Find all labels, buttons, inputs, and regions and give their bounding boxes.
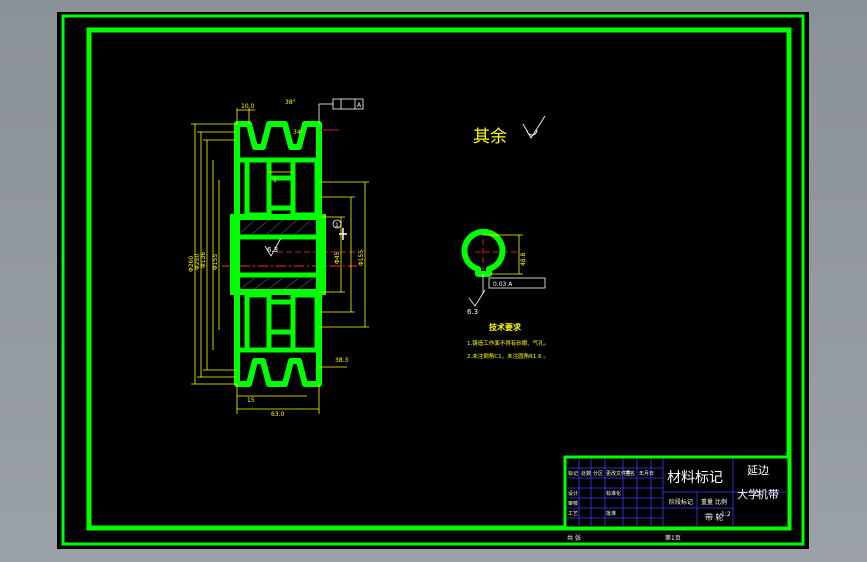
dimension-lines: [191, 108, 369, 414]
outer-border: [61, 14, 805, 546]
row2-label-0: 设计: [568, 490, 578, 497]
title-row-labels: 标记 处数 分区 更改文件号 签名 年月日 设计 标准化 审核 工艺 批准: [568, 470, 654, 517]
tolerance-frame-top: A: [318, 98, 364, 131]
dim-outer-d: Φ260: [188, 256, 195, 272]
dimension-texts: 10.0 38° 34° 15 63.0 1 38.3 Φ260 Φ250 Φ1…: [188, 99, 365, 418]
dim-groove-angle: 38°: [285, 99, 296, 106]
dim-rim-offset: 38.3: [335, 357, 349, 364]
title-machine-name: 机带: [757, 487, 779, 501]
drawing-canvas: 6.3: [61, 14, 805, 546]
tolerance-datum-top: A: [357, 102, 362, 109]
title-stage-header: 阶段标记: [669, 498, 693, 506]
title-scale-header: 比例: [715, 498, 727, 506]
hub-bore: [230, 234, 326, 278]
row2-label-1: 标准化: [606, 490, 621, 497]
row-label-0: 标记: [568, 470, 578, 477]
roughness-symbol-bore: [264, 237, 282, 257]
row2-label-2: 审核: [568, 500, 578, 507]
keyway-roughness-symbol: [468, 289, 486, 307]
roughness-value-bore: 6.3: [267, 246, 278, 254]
title-subtitle: 大学: [737, 487, 759, 501]
tech-req-item-2: 2.未注倒角C1，未注圆角R1.6 。: [467, 352, 549, 360]
title-weight-header: 重量: [701, 498, 713, 506]
dim-inner-od: Φ136: [200, 252, 207, 268]
dim-overall-width: 63.0: [271, 411, 285, 418]
title-block-grid: [567, 459, 787, 526]
technical-requirements: 技术要求 1.铸造工作面不得有砂眼、气孔。 2.未注倒角C1，未注圆角R1.6 …: [467, 322, 549, 360]
keyway-ring: [461, 228, 506, 277]
pulley-section-view[interactable]: 6.3: [222, 121, 357, 387]
drawing-sheet: 6.3: [57, 12, 809, 549]
row-label-2: 分区: [593, 470, 603, 477]
row-label-3: 更改文件号: [606, 470, 631, 477]
row2-label-3: 工艺: [568, 511, 578, 517]
keyway-depth-dim: 48.8: [520, 252, 527, 266]
tech-req-title: 技术要求: [489, 322, 522, 332]
row-label-5: 年月日: [639, 470, 654, 477]
web-lower-right: [290, 292, 320, 353]
keyway-roughness-value: 6.3: [467, 308, 478, 316]
title-block-frame: [563, 455, 791, 530]
keyway-tolerance-value: 0.03 A: [493, 281, 513, 288]
row-label-1: 处数: [581, 470, 591, 477]
dim-groove-angle-2: 34°: [293, 129, 304, 136]
row2-label-4: 批准: [606, 510, 616, 517]
title-block: 材料标记 延边 大学 机带 带 轮 阶段标记 重量 比例 1:2 标记 处数 分…: [563, 455, 791, 542]
web-upper-hole: [266, 175, 296, 211]
datum-marker-label: 1: [335, 222, 339, 229]
title-school: 延边: [747, 464, 769, 477]
dim-hub-bore: Φ45: [334, 251, 341, 264]
title-part-name: 带 轮: [705, 512, 724, 522]
dim-hub-od: Φ155: [358, 250, 365, 266]
keyway-section-view[interactable]: 48.8 0.03 A 6.3: [461, 228, 546, 316]
dim-groove-pitch: 15: [247, 397, 255, 404]
dim-web-d: Φ155: [212, 254, 219, 270]
web-lower-hole: [266, 299, 296, 335]
title-sheet-count: 共 张: [567, 534, 581, 542]
dim-web-hole: 1: [273, 177, 277, 184]
inner-border: [86, 27, 792, 531]
title-sheet-no: 第1页: [665, 534, 681, 542]
keyway-tolerance-frame: [488, 277, 546, 289]
row-label-4: 签名: [625, 470, 635, 477]
tech-req-item-1: 1.铸造工作面不得有砂眼、气孔。: [467, 339, 549, 347]
datum-marker: 1: [332, 219, 347, 240]
title-scale-value: 1:2: [721, 511, 731, 518]
web-upper-left: [244, 157, 272, 218]
remaining-finish-note: 其余: [473, 127, 507, 147]
dim-pitch-d: Φ250: [194, 254, 201, 270]
dim-groove-width: 10.0: [241, 103, 255, 110]
web-lower-left: [244, 292, 272, 353]
title-material-mark: 材料标记: [667, 470, 723, 486]
web-upper-right: [290, 157, 320, 218]
section-hatching: [238, 219, 314, 291]
remaining-finish-symbol: [522, 115, 546, 139]
